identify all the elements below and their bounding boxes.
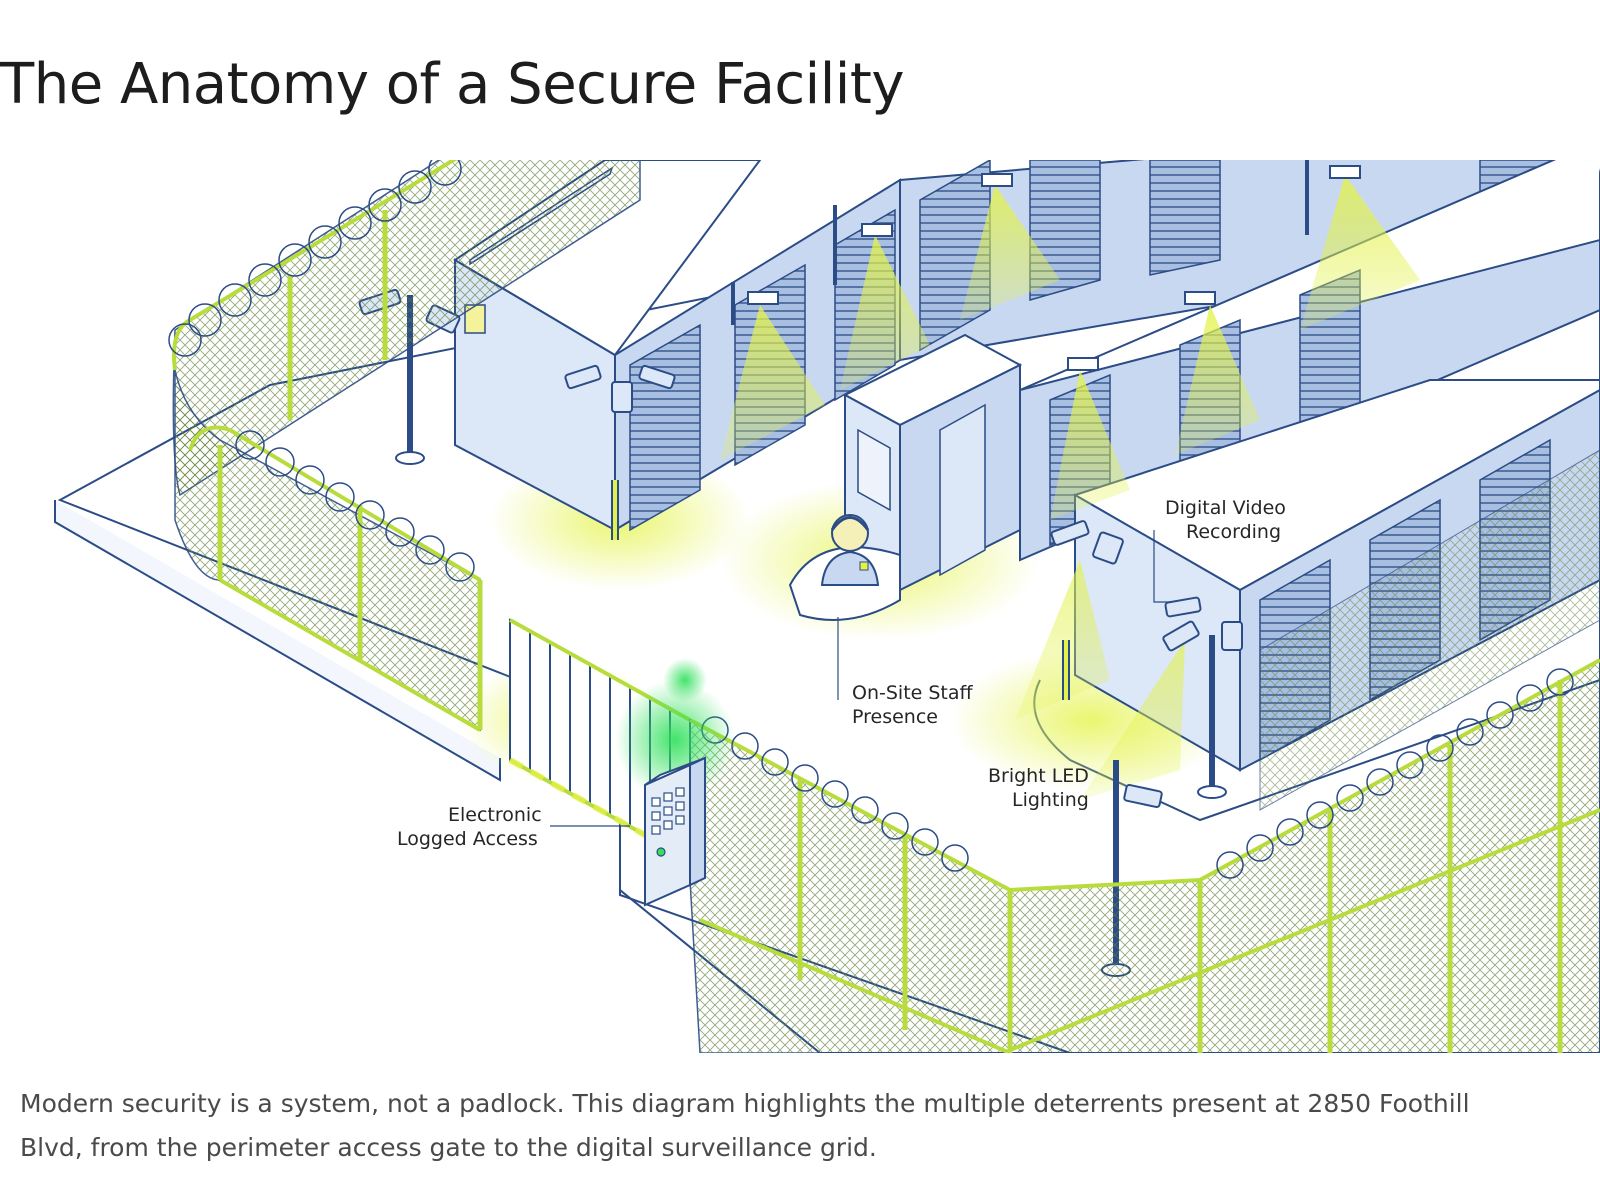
- callout-access: Electronic Logged Access: [397, 804, 542, 850]
- front-fence: [689, 449, 1600, 1053]
- callout-led-line2: Lighting: [1012, 789, 1089, 811]
- camera-icon: [1092, 531, 1124, 565]
- callout-staff-line2: Presence: [852, 706, 938, 728]
- led-light-icon: [1184, 291, 1216, 305]
- camera-icon: [611, 381, 633, 413]
- figure-caption: Modern security is a system, not a padlo…: [20, 1089, 1470, 1162]
- callout-leaders: [550, 530, 1172, 827]
- led-light-beams: [720, 175, 1420, 800]
- led-light-icon: [981, 173, 1013, 187]
- callout-access-line2: Logged Access: [397, 828, 538, 850]
- callout-staff: On-Site Staff Presence: [852, 682, 974, 728]
- camera-icon: [564, 364, 602, 390]
- callout-dvr-line2: Recording: [1186, 521, 1281, 543]
- led-light-icon: [1067, 357, 1099, 371]
- callout-dvr-line1: Digital Video: [1165, 497, 1286, 519]
- camera-icon: [1162, 620, 1200, 652]
- callout-led: Bright LED Lighting: [988, 765, 1089, 811]
- camera-icon: [1164, 596, 1202, 618]
- facility-diagram: Digital Video Recording On-Site Staff Pr…: [0, 160, 1600, 1053]
- callout-staff-line1: On-Site Staff: [852, 682, 974, 704]
- led-light-icon: [747, 291, 779, 305]
- camera-icon: [1221, 621, 1243, 651]
- keypad-icon: [651, 787, 685, 835]
- led-light-icon: [1329, 165, 1361, 179]
- callout-access-line1: Electronic: [448, 804, 542, 826]
- staff-icon: [820, 514, 880, 586]
- perimeter-fence: [168, 160, 641, 732]
- callout-led-line1: Bright LED: [988, 765, 1089, 787]
- led-light-icon: [861, 223, 893, 237]
- callout-dvr: Digital Video Recording: [1165, 497, 1286, 543]
- access-keypad: [615, 658, 735, 907]
- guard-booth: [788, 333, 1023, 621]
- camera-icon: [638, 364, 676, 390]
- camera-icon: [1050, 520, 1090, 546]
- page-title: The Anatomy of a Secure Facility: [0, 52, 904, 117]
- led-fixtures: [731, 160, 1361, 371]
- razor-wire: [168, 160, 475, 582]
- camera-icon: [1123, 783, 1163, 809]
